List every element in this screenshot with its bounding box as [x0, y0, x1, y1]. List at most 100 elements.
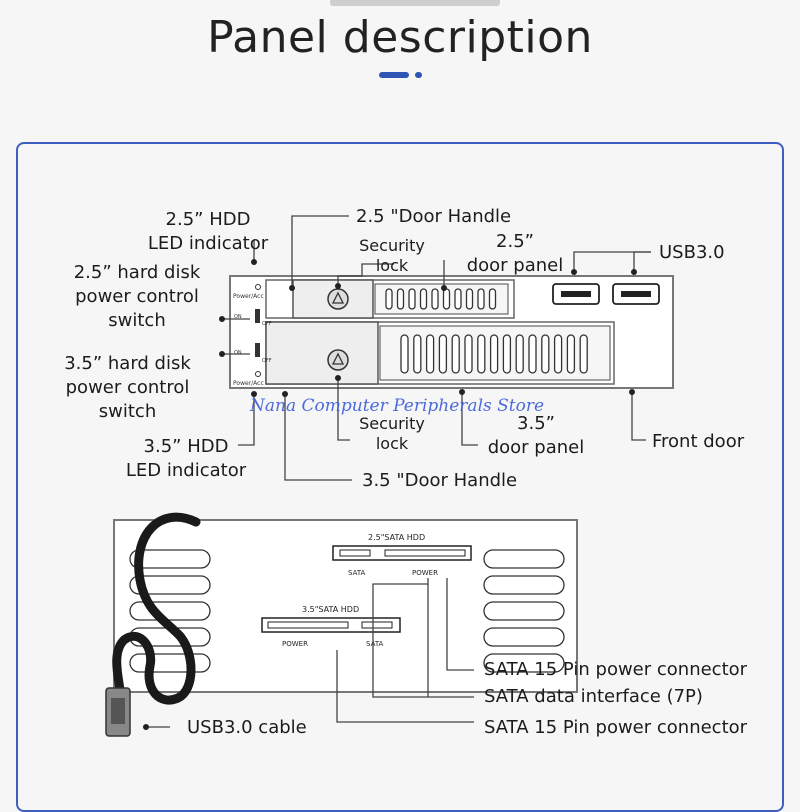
sata-35-text: SATA	[366, 640, 384, 648]
vent-slot	[464, 334, 473, 374]
label-security-lock-top-line1: Security	[359, 236, 425, 255]
switch-off-top-text: OFF	[262, 321, 272, 327]
rear-vent-slot	[129, 601, 211, 621]
vent-slot	[541, 334, 550, 374]
page-title: Panel description	[207, 12, 593, 63]
vent-slot	[502, 334, 512, 374]
usb-cable-drawing	[105, 512, 201, 737]
door-panel-35-slots	[400, 334, 588, 374]
label-power-switch-35-line2: power control	[65, 377, 190, 398]
label-door-panel-35-line2: door panel	[487, 437, 585, 458]
store-watermark: Nana Computer Peripherals Store	[250, 396, 545, 416]
label-power-switch-35: 3.5” hard disk power control switch	[50, 352, 205, 424]
vent-slot	[425, 334, 435, 374]
vent-slot	[413, 334, 422, 374]
front-panel-drawing: Power/Acc ON OFF ON OFF Power/Acc	[229, 275, 674, 389]
vent-slot	[454, 288, 462, 310]
title-underline-dot	[415, 72, 422, 78]
power-acc-bottom-text: Power/Acc	[233, 380, 264, 387]
label-power-switch-25-line1: 2.5” hard disk	[73, 262, 201, 283]
switch-on-bottom-text: ON	[234, 350, 242, 356]
front-leader-dots	[219, 259, 637, 397]
vent-slot	[579, 334, 588, 374]
vent-slot	[553, 334, 563, 374]
label-usb-cable: USB3.0 cable	[187, 717, 307, 738]
vent-slot	[477, 334, 486, 374]
vent-slot	[528, 334, 537, 374]
rear-leader-dots	[143, 724, 149, 730]
label-door-handle-35: 3.5 "Door Handle	[362, 470, 518, 491]
power-35-text: POWER	[282, 640, 308, 648]
rear-vent-slot	[483, 627, 565, 647]
label-power-switch-25-line3: switch	[108, 310, 166, 331]
door-panel-25-slots	[385, 288, 497, 310]
label-sata15-power-top: SATA 15 Pin power connector	[484, 659, 748, 680]
power-acc-top-text: Power/Acc	[233, 293, 264, 300]
led-25	[255, 284, 261, 290]
vent-slot	[451, 334, 460, 374]
vent-slot	[419, 288, 428, 310]
sata-hdd-25-text: 2.5"SATA HDD	[368, 533, 425, 542]
label-usb30: USB3.0	[659, 242, 725, 263]
label-security-lock-top: Security lock	[352, 236, 432, 276]
vent-slot	[477, 288, 485, 310]
label-door-panel-35-line1: 3.5”	[517, 413, 555, 434]
switch-on-top-text: ON	[234, 314, 242, 320]
sata-hdd-35-text: 3.5"SATA HDD	[302, 605, 359, 614]
label-sata-data: SATA data interface (7P)	[484, 686, 703, 707]
rear-vent-slots-right	[483, 549, 565, 673]
rear-vent-slot	[129, 653, 211, 673]
vent-slot	[385, 288, 393, 310]
label-hdd35-led: 3.5” HDD LED indicator	[120, 435, 252, 483]
rear-vent-slot	[483, 575, 565, 595]
label-power-switch-35-line1: 3.5” hard disk	[64, 353, 191, 374]
vent-slot	[488, 288, 497, 310]
vent-slot	[489, 334, 499, 374]
vent-slot	[396, 288, 405, 310]
rear-vent-slot	[483, 653, 565, 673]
title-underline-long	[379, 72, 409, 78]
label-security-lock-bottom: Security lock	[352, 414, 432, 454]
usb-cable-wire	[112, 512, 201, 705]
door-handle-35	[265, 321, 379, 385]
vent-slot	[442, 288, 451, 310]
vent-slot	[465, 288, 474, 310]
label-door-panel-25-line1: 2.5”	[496, 231, 534, 252]
rear-vent-slot	[483, 549, 565, 569]
switch-off-bottom-text: OFF	[262, 358, 272, 364]
label-hdd25-led-line1: 2.5” HDD	[165, 209, 251, 230]
vent-slot	[408, 288, 416, 310]
label-power-switch-25-line2: power control	[75, 286, 199, 307]
rear-leader-lines	[146, 578, 474, 728]
vent-slot	[566, 334, 576, 374]
switch-25	[255, 309, 260, 323]
rear-vent-slot	[129, 575, 211, 595]
label-sata15-power-bottom: SATA 15 Pin power connector	[484, 717, 748, 738]
vent-slot	[400, 334, 409, 374]
label-hdd25-led-line2: LED indicator	[147, 233, 269, 254]
label-hdd25-led: 2.5” HDD LED indicator	[143, 208, 273, 256]
rear-vent-slot	[483, 601, 565, 621]
label-power-switch-35-line3: switch	[98, 401, 157, 422]
security-lock-bottom-icon	[327, 349, 349, 371]
label-door-panel-25: 2.5” door panel	[455, 230, 575, 278]
label-power-switch-25: 2.5” hard disk power control switch	[62, 261, 212, 333]
vent-slot	[438, 334, 448, 374]
front-leader-lines	[222, 215, 651, 481]
sata-25-text: SATA	[348, 569, 366, 577]
switch-35	[255, 343, 260, 357]
led-35	[255, 371, 261, 377]
label-door-panel-35: 3.5” door panel	[474, 412, 598, 460]
label-security-lock-top-line2: lock	[375, 256, 409, 275]
rear-vent-slot	[129, 549, 211, 569]
vent-slot	[431, 288, 439, 310]
label-door-handle-25: 2.5 "Door Handle	[356, 206, 512, 227]
label-security-lock-bottom-line2: lock	[375, 434, 409, 453]
label-front-door: Front door	[652, 431, 745, 452]
header-decoration	[330, 0, 500, 6]
label-security-lock-bottom-line1: Security	[359, 414, 425, 433]
power-25-text: POWER	[412, 569, 438, 577]
label-hdd35-led-line2: LED indicator	[125, 460, 247, 481]
